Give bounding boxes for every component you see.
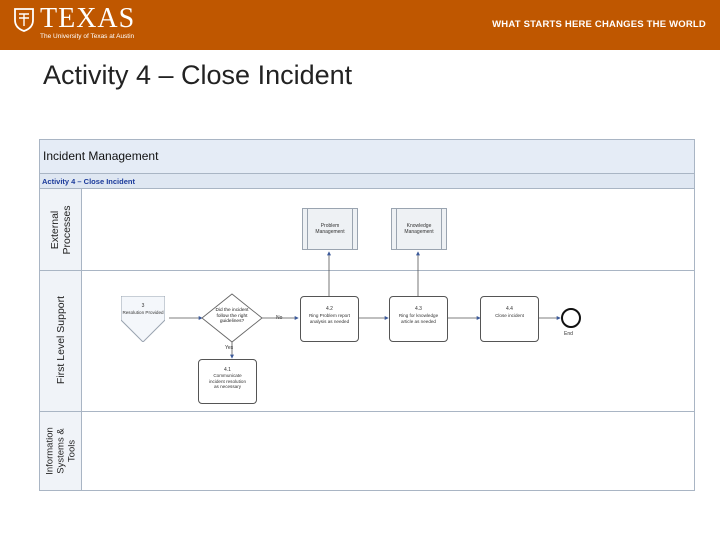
header-banner: TEXAS The University of Texas at Austin … — [0, 0, 720, 50]
lane-header-first-level — [40, 271, 82, 411]
end-event-label: End — [564, 331, 573, 337]
external-process-box: Problem Management — [302, 208, 358, 250]
external-process-label: Problem Management — [315, 223, 345, 235]
lane-header-systems — [40, 412, 82, 490]
lane-divider — [40, 270, 694, 271]
trigger-number: 3 — [141, 303, 145, 309]
trigger-label: Resolution Provided — [122, 310, 164, 315]
task-label: Ring Problem report analysis as needed — [308, 313, 351, 324]
diagram-header: Incident Management — [40, 140, 694, 174]
task-box: 4.4 Close incident — [480, 296, 539, 342]
end-event-circle — [561, 308, 581, 328]
task-number: 4.2 — [326, 306, 333, 312]
diagram-title: Incident Management — [43, 149, 159, 163]
task-box: 4.3 Ring for knowledge article as needed — [389, 296, 448, 342]
slide-title: Activity 4 – Close Incident — [43, 60, 353, 90]
university-logo-wordmark: TEXAS — [40, 3, 136, 34]
task-label: Communicate incident resolution as neces… — [208, 373, 247, 389]
task-number: 4.1 — [224, 367, 231, 373]
task-label: Ring for knowledge article as needed — [398, 313, 439, 324]
shield-icon — [14, 8, 34, 32]
task-label: Close incident — [495, 313, 524, 318]
trigger-shape — [121, 296, 165, 342]
university-logo-subtitle: The University of Texas at Austin — [40, 33, 135, 40]
gateway-diamond — [201, 293, 263, 343]
flow-label-no: No — [276, 315, 283, 321]
lane-divider — [40, 411, 694, 412]
gateway-label: Did the incident follow the right guidel… — [215, 308, 249, 325]
tagline: WHAT STARTS HERE CHANGES THE WORLD — [492, 19, 706, 30]
diagram-subtitle: Activity 4 – Close Incident — [42, 177, 135, 186]
task-number: 4.3 — [415, 306, 422, 312]
task-number: 4.4 — [506, 306, 513, 312]
lane-header-external — [40, 189, 82, 270]
flow-label-yes: Yes — [225, 345, 234, 351]
external-process-label: Knowledge Management — [404, 223, 434, 235]
process-diagram: Incident Management Activity 4 – Close I… — [39, 139, 695, 491]
diagram-subheader — [40, 174, 694, 189]
task-box: 4.2 Ring Problem report analysis as need… — [300, 296, 359, 342]
task-box: 4.1 Communicate incident resolution as n… — [198, 359, 257, 404]
external-process-box: Knowledge Management — [391, 208, 447, 250]
